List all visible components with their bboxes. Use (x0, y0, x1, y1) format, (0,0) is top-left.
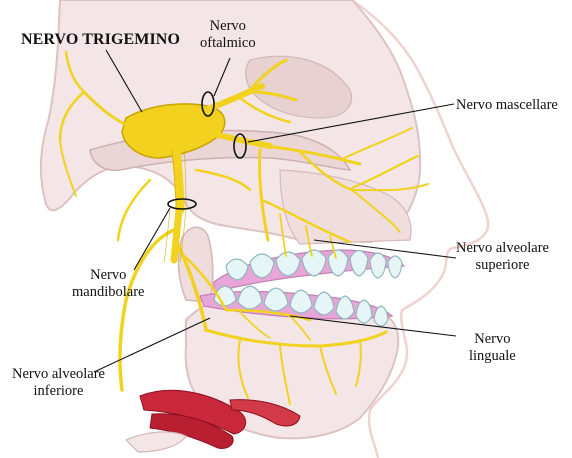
diagram-title: NERVO TRIGEMINO (21, 31, 180, 48)
label-oftalmico-line2: oftalmico (200, 35, 256, 52)
label-nervo-linguale: Nervo linguale (469, 331, 516, 365)
label-nervo-alveolare-inferiore: Nervo alveolare inferiore (12, 366, 105, 400)
label-alveolare-inf-line2: inferiore (12, 383, 105, 400)
label-nervo-alveolare-superiore: Nervo alveolare superiore (456, 240, 549, 274)
label-mandibolare-line1: Nervo (72, 267, 144, 284)
label-alveolare-sup-line2: superiore (456, 257, 549, 274)
label-mandibolare-line2: mandibolare (72, 284, 144, 301)
label-oftalmico-line1: Nervo (200, 18, 256, 35)
label-nervo-mascellare: Nervo mascellare (456, 97, 558, 114)
label-linguale-line1: Nervo (469, 331, 516, 348)
label-linguale-line2: linguale (469, 348, 516, 365)
label-alveolare-sup-line1: Nervo alveolare (456, 240, 549, 257)
label-nervo-mandibolare: Nervo mandibolare (72, 267, 144, 301)
label-nervo-oftalmico: Nervo oftalmico (200, 18, 256, 52)
hyoid-bone (126, 432, 186, 452)
label-alveolare-inf-line1: Nervo alveolare (12, 366, 105, 383)
